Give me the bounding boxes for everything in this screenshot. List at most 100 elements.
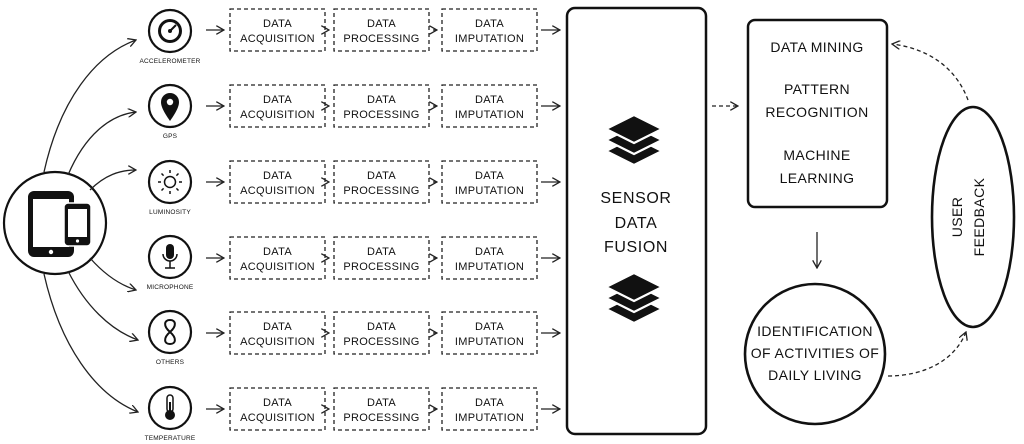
mining-label-line-3: RECOGNITION [765, 104, 868, 120]
processing-rows: DATAACQUISITIONDATAPROCESSINGDATAIMPUTAT… [206, 8, 560, 431]
step-label-line-2: IMPUTATION [455, 261, 524, 273]
tablet-phone-icon [28, 191, 92, 257]
step-label-line-1: DATA [367, 94, 396, 106]
sensor-data-fusion-box: SENSOR DATA FUSION [565, 6, 708, 436]
step-label-line-2: ACQUISITION [240, 109, 315, 121]
step-label-line-1: DATA [263, 94, 292, 106]
step-label-line-1: DATA [475, 397, 504, 409]
step-label-line-2: ACQUISITION [240, 33, 315, 45]
mining-label-line-2: PATTERN [784, 81, 850, 97]
processing-row: DATA ACQUISITION DATA PROCESSING DATA IMPUTAT… [206, 236, 560, 280]
step-label-line-1: DATA [367, 18, 396, 30]
data-processing-box: DATA PROCESSING [333, 387, 430, 431]
user-feedback-node: USER FEEDBACK [930, 105, 1016, 329]
data-acquisition-box: DATA ACQUISITION [229, 160, 326, 204]
sensor-label: ACCELEROMETER [139, 58, 200, 65]
step-label-line-1: DATA [475, 246, 504, 258]
step-label-line-2: PROCESSING [343, 261, 419, 273]
fusion-label-line-2: DATA [615, 215, 658, 232]
fusion-label-line-3: FUSION [604, 239, 668, 256]
step-label-line-2: PROCESSING [343, 185, 419, 197]
step-label-line-1: DATA [263, 246, 292, 258]
gauge-icon [158, 19, 182, 43]
data-imputation-box: DATA IMPUTATION [441, 387, 538, 431]
step-label-line-2: ACQUISITION [240, 261, 315, 273]
sensor-others: OTHERS [147, 309, 193, 366]
data-imputation-box: DATA IMPUTATION [441, 160, 538, 204]
step-label-line-1: DATA [263, 321, 292, 333]
feedback-label-line-1: USER [949, 197, 965, 238]
thermometer-icon [165, 394, 175, 420]
step-label-line-2: IMPUTATION [455, 33, 524, 45]
processing-row: DATAACQUISITIONDATAPROCESSINGDATAIMPUTAT… [206, 84, 560, 128]
step-label-line-1: DATA [475, 170, 504, 182]
processing-row: DATA ACQUISITION DATA PROCESSING DATA IMPUTAT… [206, 387, 560, 431]
mobile-devices-node [2, 170, 108, 276]
data-processing-box: DATA PROCESSING [333, 236, 430, 280]
sensor-label: MICROPHONE [147, 284, 194, 291]
map-pin-icon [161, 93, 179, 121]
processing-row: DATA ACQUISITION DATA PROCESSING DATAIMPUTAT… [206, 311, 560, 355]
activities-label-line-3: DAILY LIVING [768, 367, 862, 383]
step-label-line-1: DATA [367, 246, 396, 258]
step-label-line-1: DATA [475, 321, 504, 333]
step-label-line-2: PROCESSING [343, 33, 419, 45]
step-label-line-2: PROCESSING [343, 336, 419, 348]
step-label-line-2: ACQUISITION [240, 412, 315, 424]
step-label-line-1: DATA [475, 18, 504, 30]
step-label-line-1: DATA [475, 94, 504, 106]
processing-row: DATA ACQUISITION DATA PROCESSING DATA IMPUTAT… [206, 8, 560, 52]
mining-label-line-1: DATA MINING [770, 39, 863, 55]
layers-icon [603, 271, 665, 325]
device-to-sensor-connectors [43, 40, 138, 412]
step-label-line-2: PROCESSING [343, 412, 419, 424]
step-label-line-1: DATA [263, 18, 292, 30]
activities-label-line-1: IDENTIFICATION [757, 323, 873, 339]
sensor-label: LUMINOSITY [149, 209, 191, 216]
data-processing-box: DATA PROCESSING [333, 311, 430, 355]
processing-row: DATA ACQUISITION DATA PROCESSING DATA IMPUTAT… [206, 160, 560, 204]
data-acquisition-box: DATA ACQUISITION [229, 311, 326, 355]
activities-node: IDENTIFICATION OF ACTIVITIES OF DAILY LI… [743, 282, 887, 426]
step-label-line-1: DATA [263, 397, 292, 409]
data-processing-box: DATA PROCESSING [333, 8, 430, 52]
sensor-accelerometer: ACCELEROMETER [139, 8, 200, 65]
data-imputation-box: DATA IMPUTATION [441, 84, 538, 128]
feedback-loop-arrows [887, 44, 969, 377]
sensor-label: GPS [163, 133, 178, 140]
sensor-temperature: TEMPERATURE [145, 385, 196, 442]
sensor-luminosity: LUMINOSITY [147, 159, 193, 216]
step-label-line-1: DATA [367, 397, 396, 409]
data-acquisition-box: DATA ACQUISITION [229, 387, 326, 431]
sun-icon [158, 170, 182, 194]
layers-icon [603, 113, 665, 167]
step-label-line-1: DATA [367, 321, 396, 333]
mining-label-line-5: LEARNING [780, 170, 855, 186]
data-acquisition-box: DATA ACQUISITION [229, 84, 326, 128]
data-mining-box: DATA MINING PATTERN RECOGNITION MACHINE … [746, 18, 889, 209]
sensor-label: OTHERS [156, 359, 185, 366]
feedback-label-line-2: FEEDBACK [971, 177, 987, 256]
step-label-line-2: IMPUTATION [455, 412, 524, 424]
data-imputation-box: DATA IMPUTATION [441, 236, 538, 280]
microphone-icon [162, 244, 178, 269]
step-label-line-2: ACQUISITION [240, 336, 315, 348]
data-imputation-box: DATA IMPUTATION [441, 8, 538, 52]
activities-label-line-2: OF ACTIVITIES OF [751, 345, 880, 361]
sensor-gps: GPS [147, 83, 193, 140]
data-acquisition-box: DATA ACQUISITION [229, 236, 326, 280]
infinity-icon [164, 318, 176, 346]
mining-label-line-4: MACHINE [783, 147, 850, 163]
step-label-line-1: DATA [367, 170, 396, 182]
step-label-line-2: IMPUTATION [455, 109, 524, 121]
step-label-line-2: ACQUISITION [240, 185, 315, 197]
fusion-label-line-1: SENSOR [600, 190, 671, 207]
data-processing-box: DATA PROCESSING [333, 160, 430, 204]
step-label-line-2: IMPUTATION [455, 185, 524, 197]
data-acquisition-box: DATA ACQUISITION [229, 8, 326, 52]
sensor-label: TEMPERATURE [145, 435, 196, 442]
step-label-line-1: DATA [263, 170, 292, 182]
